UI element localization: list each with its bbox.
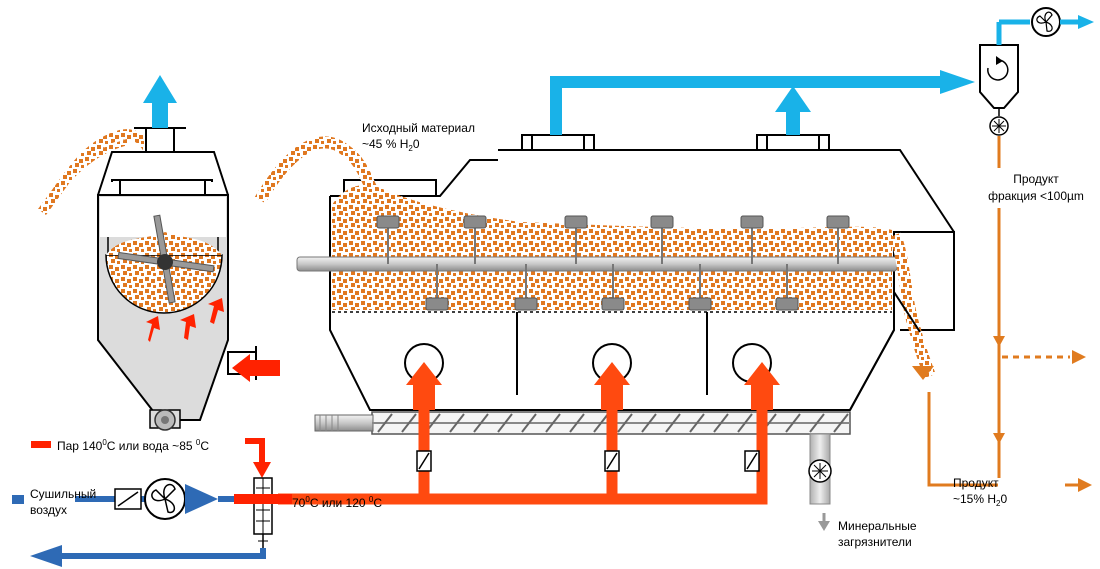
air-label-line2: воздух [30,503,67,517]
supply-air-arrow [185,484,218,514]
exhaust-fan-arrow [1078,15,1094,29]
exhaust-arrow-right [940,70,975,94]
heater [234,438,292,548]
main-dryer [254,134,955,411]
main-feed-stream [254,136,378,204]
left-feed-stream-2 [42,139,129,207]
fines-label-line2: фракция <100µm [988,189,1084,203]
steam-inlet-arrow [253,462,271,478]
return-air-arrow [30,545,62,567]
inlet-arrow-3 [744,362,780,410]
product-label-line2: ~15% H20 [953,492,1007,508]
temp-label: 700C или 120 0C [292,495,382,510]
legend-red-square [31,441,51,448]
inlet-arrow-2 [594,362,630,410]
mineral-label-line2: загрязнители [838,535,912,549]
feed-label-line2: ~45 % H20 [362,137,420,153]
steam-label: Пар 1400C или вода ~85 0C [57,438,209,453]
feed-label-line1: Исходный материал [362,121,475,135]
agitator-icon [117,214,215,304]
fines-split-arrow [1072,350,1086,364]
supply-air-line [12,478,266,567]
fines-label-line1: Продукт [1013,172,1059,186]
upper-paddles [376,215,850,264]
screw-conveyor-icon [314,411,851,435]
exhaust-arrow-up-2 [775,86,811,135]
inlet-arrow-1 [406,362,442,410]
vessel-top [97,151,229,196]
side-inlet-arrow [232,354,280,382]
vessel-top-duct [145,127,175,153]
agitator-bowl [105,254,223,314]
hot-air-arrow-2 [180,314,196,340]
rotary-valve-icon [989,108,1009,136]
exhaust-system [550,7,1094,136]
hot-air-manifold [278,362,780,505]
product-lines [927,136,1092,492]
mineral-arrow-down [818,521,830,531]
filter-icon [114,488,142,510]
air-label-line1: Сушильный [30,487,96,501]
legend-blue-square [12,495,24,504]
cyclone-icon [979,22,1019,109]
return-air-line [60,548,266,559]
pre-dryer-vessel [38,75,280,431]
exhaust-fan-icon [1031,7,1061,37]
product-out-arrow [1078,478,1092,492]
hot-air-arrow-3 [208,298,224,324]
lower-paddles [425,264,799,311]
fan-icon [144,478,186,520]
exhaust-arrow-up [143,75,177,128]
product-label-line1: Продукт [953,476,999,490]
mineral-label-line1: Минеральные [838,519,917,533]
product-discharge-stream [889,232,936,379]
mineral-discharge [808,433,832,531]
hot-air-arrow-1 [146,316,160,342]
